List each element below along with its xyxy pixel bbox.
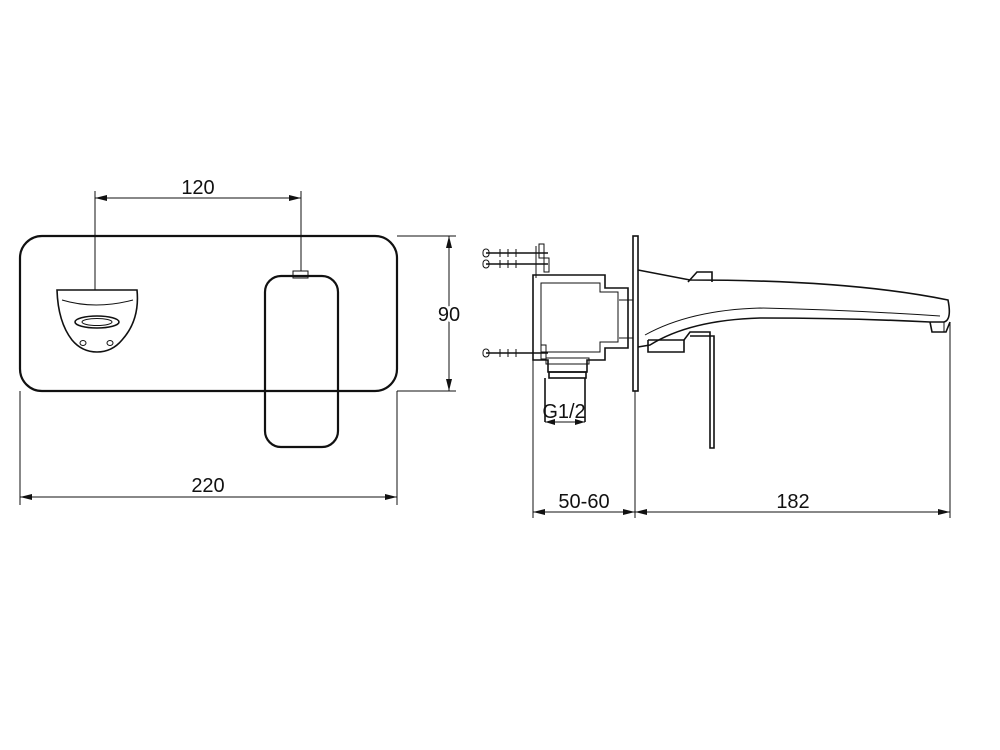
side-lever	[647, 331, 715, 449]
bolt-top-1	[482, 243, 548, 278]
dim-front-width: 220	[19, 391, 398, 505]
side-concealed-body	[532, 274, 633, 422]
dim-wall-depth: 50-60	[532, 360, 636, 518]
dim-front-spacing-label: 120	[181, 177, 214, 199]
bolt-top-2	[482, 257, 550, 273]
side-spout	[637, 269, 951, 348]
side-view: G1/2 50-60 182	[482, 235, 951, 518]
front-backplate	[18, 234, 399, 393]
dim-front-height: 90	[397, 235, 463, 392]
front-handle	[263, 270, 340, 449]
dim-thread-label: G1/2	[542, 401, 585, 423]
dim-thread: G1/2	[542, 401, 586, 425]
front-spout-outlet	[56, 289, 139, 353]
dim-spout-projection-label: 182	[776, 491, 809, 513]
front-view: 120 90 220	[18, 177, 463, 505]
dim-front-height-label: 90	[438, 304, 460, 326]
side-wall-plate	[632, 235, 639, 392]
dim-wall-depth-label: 50-60	[558, 491, 609, 513]
side-mounting-bolts	[482, 243, 550, 360]
bolt-bottom	[482, 344, 548, 360]
dim-spout-projection: 182	[635, 322, 951, 518]
dim-front-spacing: 120	[94, 177, 302, 290]
dim-front-width-label: 220	[191, 475, 224, 497]
